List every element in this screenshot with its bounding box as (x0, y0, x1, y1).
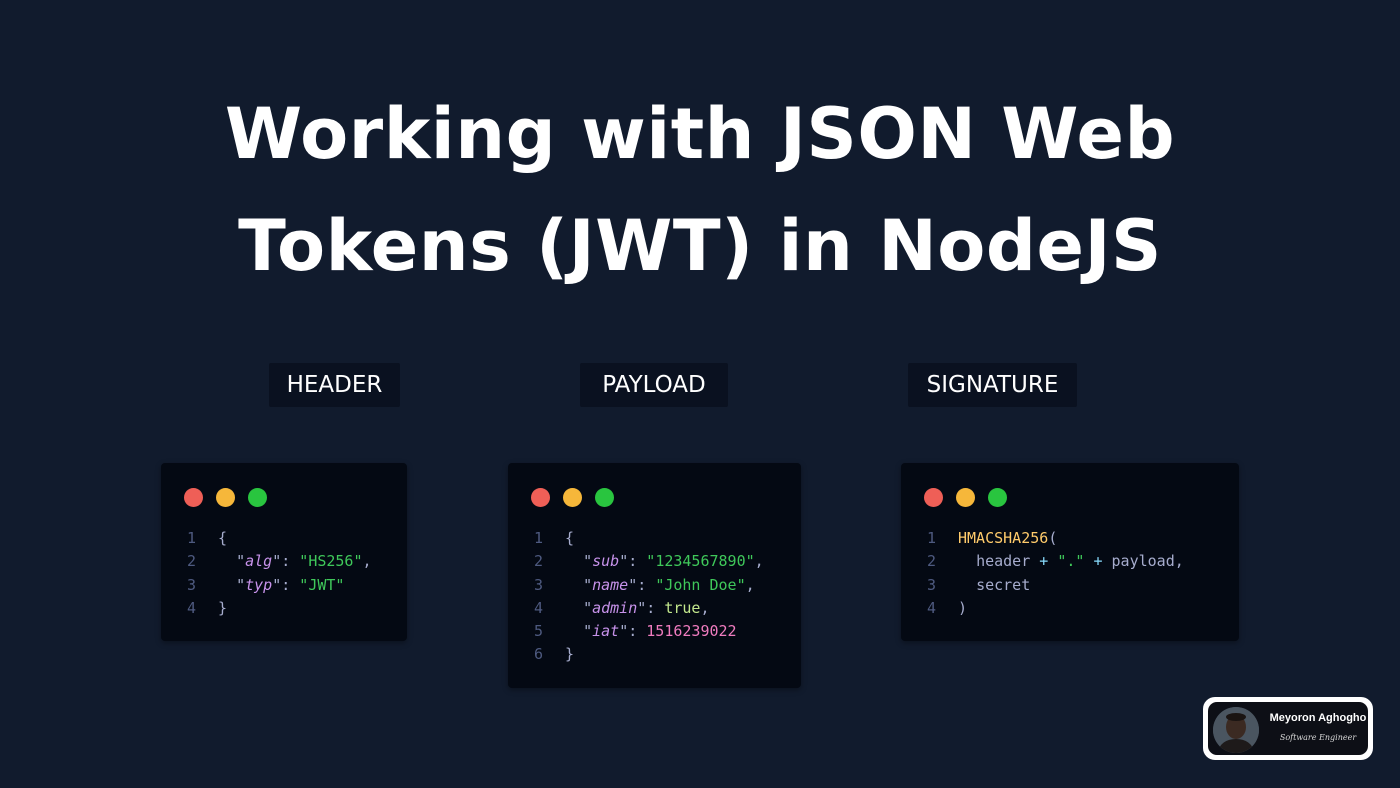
line-number: 4 (927, 598, 937, 617)
string-literal: . (1066, 552, 1076, 571)
close-dot-icon (184, 488, 203, 507)
line-number: 1 (927, 529, 937, 547)
minimize-dot-icon (563, 488, 582, 507)
header-code-window: 1{ 2 "alg": "HS256", 3 "typ": "JWT" 4} (161, 463, 407, 641)
json-key: admin (592, 598, 638, 617)
close-dot-icon (531, 488, 550, 507)
identifier: header (976, 552, 1031, 571)
line-number: 3 (534, 575, 544, 594)
json-key: iat (592, 622, 620, 641)
function-name: HMACSHA256 (958, 529, 1049, 547)
close-dot-icon (924, 488, 943, 507)
line-number: 3 (187, 575, 197, 594)
line-number: 4 (187, 598, 197, 617)
header-label: HEADER (269, 363, 400, 407)
line-number: 2 (187, 552, 197, 571)
minimize-dot-icon (216, 488, 235, 507)
title-line-1: Working with JSON Web (224, 93, 1176, 175)
brace: { (565, 529, 575, 547)
minimize-dot-icon (956, 488, 975, 507)
brace: } (218, 598, 228, 617)
line-number: 6 (534, 645, 544, 664)
json-value: true (664, 598, 701, 617)
brace: { (218, 529, 228, 547)
header-code: 1{ 2 "alg": "HS256", 3 "typ": "JWT" 4} (187, 527, 372, 620)
maximize-dot-icon (988, 488, 1007, 507)
line-number: 3 (927, 575, 937, 594)
json-value: JWT (308, 575, 336, 594)
json-value: 1234567890 (655, 552, 746, 571)
author-role: Software Engineer (1279, 733, 1357, 742)
json-key: sub (592, 552, 620, 571)
operator: + (1093, 552, 1103, 571)
author-badge: Meyoron Aghogho Software Engineer (1203, 697, 1373, 760)
window-controls (924, 488, 1020, 508)
json-value: 1516239022 (646, 622, 737, 641)
identifier: payload (1111, 552, 1175, 571)
brace: } (565, 645, 575, 664)
paren: ) (958, 598, 968, 617)
title-line-2: Tokens (JWT) in NodeJS (238, 205, 1162, 287)
maximize-dot-icon (248, 488, 267, 507)
maximize-dot-icon (595, 488, 614, 507)
line-number: 5 (534, 622, 544, 641)
operator: + (1039, 552, 1049, 571)
line-number: 1 (534, 529, 544, 547)
avatar (1213, 707, 1259, 753)
json-key: alg (245, 552, 273, 571)
line-number: 2 (927, 552, 937, 571)
line-number: 1 (187, 529, 197, 547)
json-value: John Doe (664, 575, 737, 594)
author-name: Meyoron Aghogho (1269, 712, 1367, 724)
window-controls (531, 488, 627, 508)
identifier: secret (976, 575, 1031, 594)
window-controls (184, 488, 280, 508)
line-number: 2 (534, 552, 544, 571)
signature-label: SIGNATURE (908, 363, 1077, 407)
paren: ( (1048, 529, 1058, 547)
line-number: 4 (534, 598, 544, 617)
page-title: Working with JSON Web Tokens (JWT) in No… (0, 78, 1400, 302)
json-value: HS256 (308, 552, 354, 571)
payload-code-window: 1{ 2 "sub": "1234567890", 3 "name": "Joh… (508, 463, 801, 688)
json-key: typ (245, 575, 273, 594)
payload-code: 1{ 2 "sub": "1234567890", 3 "name": "Joh… (534, 527, 764, 667)
payload-label: PAYLOAD (580, 363, 728, 407)
json-key: name (592, 575, 629, 594)
